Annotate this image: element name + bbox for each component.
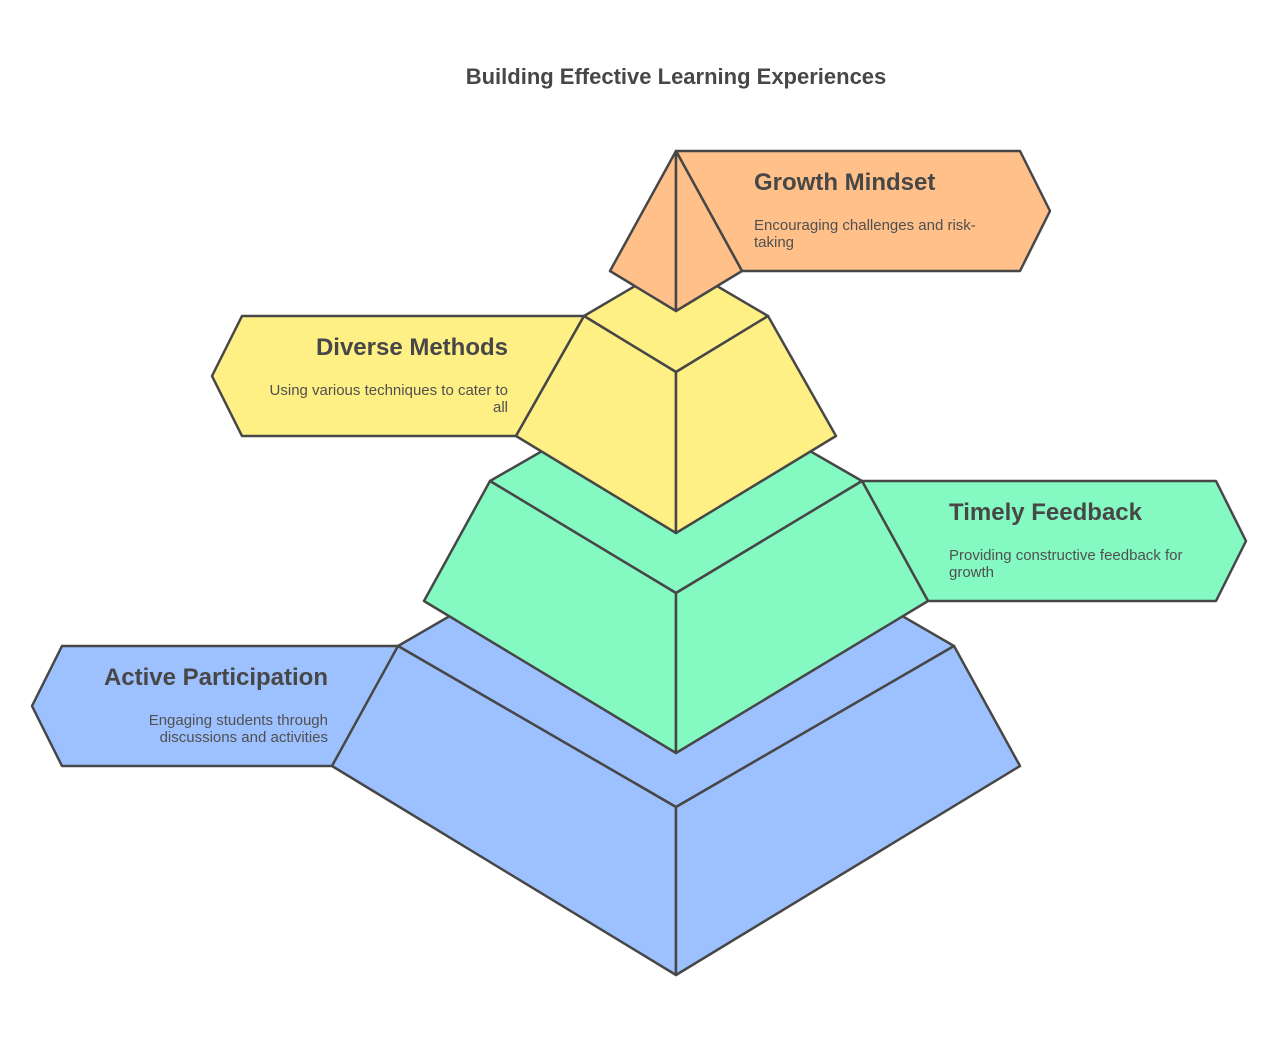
level-1-desc-line-1: Encouraging challenges and risk- <box>754 217 976 234</box>
level-1-right-face <box>674 149 744 313</box>
level-3-right-face <box>674 479 930 755</box>
level-3-desc-line-2: growth <box>949 564 994 581</box>
level-3-desc-line-1: Providing constructive feedback for <box>949 547 1182 564</box>
level-2-title: Diverse Methods <box>316 334 508 361</box>
level-4-right-face <box>674 644 1022 977</box>
level-4-desc-line-2: discussions and activities <box>160 729 328 746</box>
level-1-desc-line-2: taking <box>754 234 794 251</box>
diagram-title: Building Effective Learning Experiences <box>466 64 887 89</box>
level-1-title: Growth Mindset <box>754 169 935 196</box>
level-growth-mindset: Growth Mindset Encouraging challenges an… <box>608 149 1052 313</box>
level-4-desc-line-1: Engaging students through <box>149 712 328 729</box>
level-1-left-face <box>608 149 678 313</box>
level-diverse-methods: Diverse Methods Using various techniques… <box>210 260 838 535</box>
level-4-label-box <box>30 644 402 768</box>
level-2-desc-line-2: all <box>493 399 508 416</box>
level-2-right-face <box>674 314 838 535</box>
level-2-label-box <box>210 314 586 438</box>
level-4-title: Active Participation <box>104 664 328 691</box>
level-3-title: Timely Feedback <box>949 499 1143 526</box>
level-2-desc-line-1: Using various techniques to cater to <box>270 382 508 399</box>
